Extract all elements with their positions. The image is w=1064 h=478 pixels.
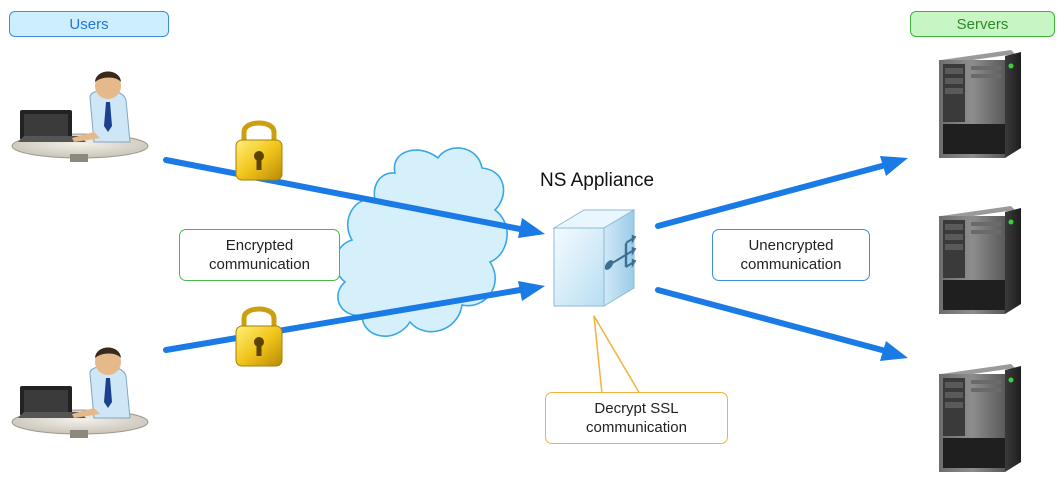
server-tower-icon	[939, 206, 1021, 314]
encrypted-communication-callout: Encrypted communication	[179, 229, 340, 281]
padlock-icon	[235, 306, 283, 367]
arrow-appliance-to-server3	[655, 287, 908, 361]
callout-line: communication	[209, 256, 310, 273]
server-tower-icon	[939, 364, 1021, 472]
unencrypted-communication-callout: Unencrypted communication	[712, 229, 870, 281]
callout-line: Encrypted	[225, 237, 294, 254]
network-appliance-icon	[552, 209, 637, 307]
padlock-icon	[235, 120, 283, 181]
callout-line: Decrypt SSL	[594, 400, 679, 417]
user-at-laptop-icon	[11, 71, 149, 162]
callout-line: communication	[740, 256, 842, 273]
decrypt-ssl-callout: Decrypt SSL communication	[545, 392, 728, 444]
decrypt-callout-tail	[593, 315, 641, 395]
arrow-appliance-to-server1	[655, 156, 908, 229]
server-tower-icon	[939, 50, 1021, 158]
appliance-label: NS Appliance	[540, 170, 655, 191]
users-group-label: Users	[9, 11, 169, 37]
arrow-user1-to-appliance	[163, 157, 545, 238]
callout-line: communication	[586, 419, 687, 436]
callout-line: Unencrypted	[748, 237, 834, 254]
arrow-user2-to-appliance	[163, 281, 545, 353]
servers-group-label: Servers	[910, 11, 1055, 37]
cloud-icon	[334, 147, 508, 337]
user-at-laptop-icon	[11, 347, 149, 438]
